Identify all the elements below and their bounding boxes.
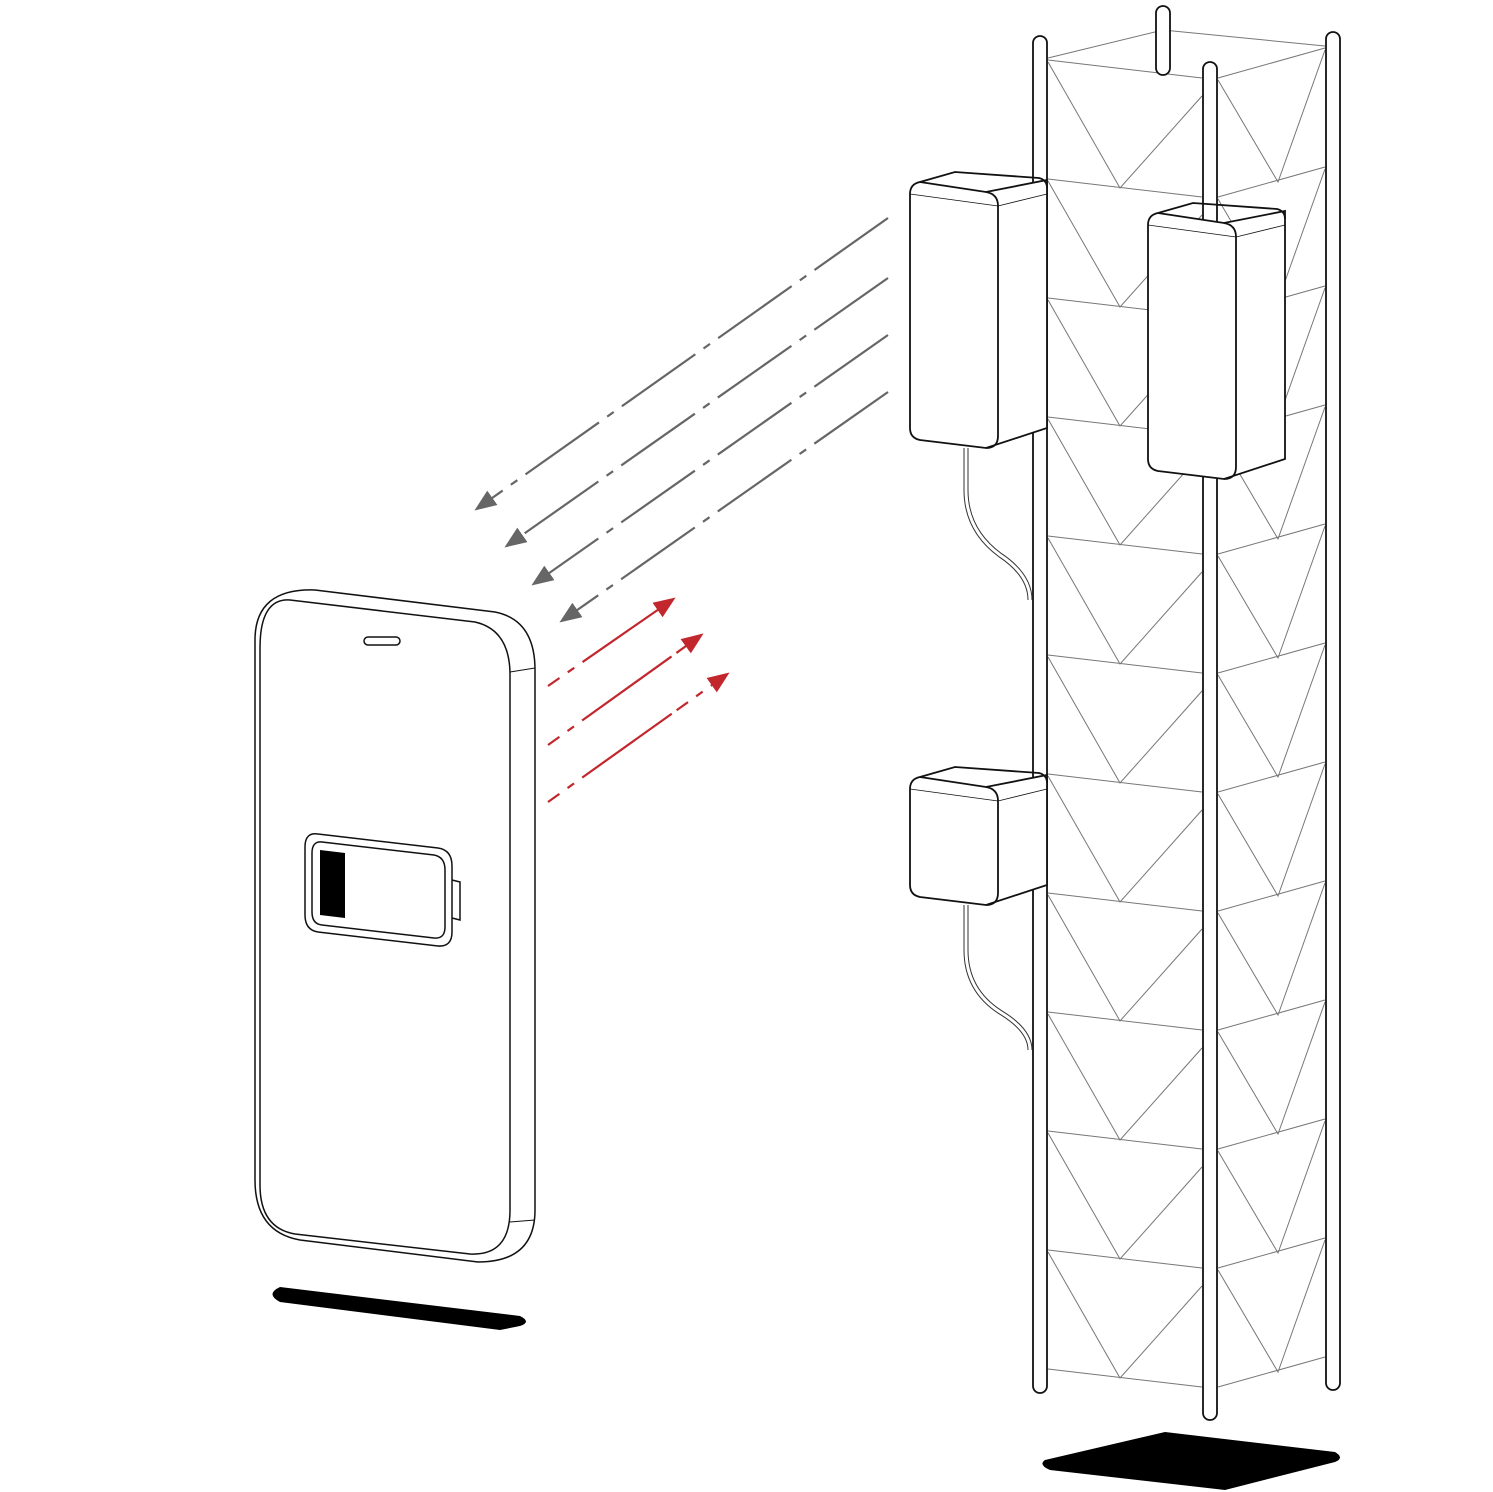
- battery-level-fill: [320, 850, 345, 918]
- tower-shadow: [1042, 1432, 1340, 1490]
- tower-brace: [1047, 1251, 1203, 1379]
- tower-brace: [1217, 1001, 1326, 1136]
- tower-rung: [1217, 523, 1326, 555]
- tower-brace: [1047, 775, 1203, 903]
- uplink-arrow: [547, 633, 704, 746]
- tower-rung: [1047, 178, 1203, 198]
- uplink-arrow: [547, 597, 676, 687]
- cell-tower-icon: [909, 5, 1341, 1421]
- tower-rung: [1217, 1237, 1326, 1269]
- radio-unit-box: [909, 766, 1048, 906]
- tower-rung: [1217, 1118, 1326, 1150]
- downlink-arrow: [474, 217, 889, 511]
- tower-brace: [1217, 1120, 1326, 1255]
- tower-rung: [1047, 892, 1203, 912]
- tower-brace: [1217, 882, 1326, 1017]
- tower-rung: [1047, 773, 1203, 793]
- antenna-panel-upper-left: [909, 171, 1048, 449]
- antenna-cable: [963, 448, 1033, 601]
- tower-rung: [1217, 1356, 1326, 1388]
- tower-rung: [1047, 1249, 1203, 1269]
- uplink-arrow: [547, 672, 730, 803]
- downlink-arrow: [504, 277, 889, 548]
- downlink-arrow: [531, 334, 889, 586]
- tower-rung: [1217, 642, 1326, 674]
- tower-brace: [1047, 61, 1203, 189]
- tower-brace: [1047, 418, 1203, 546]
- tower-brace: [1217, 644, 1326, 779]
- battery-low-icon: [304, 833, 461, 947]
- tower-rung: [1047, 1011, 1203, 1031]
- tower-rung: [1047, 535, 1203, 555]
- tower-rung: [1047, 1368, 1203, 1388]
- downlink-arrow: [559, 391, 889, 623]
- tower-brace: [1047, 894, 1203, 1022]
- antenna-panel-upper-right: [1147, 202, 1286, 480]
- tower-rung: [1217, 166, 1326, 198]
- tower-brace: [1217, 525, 1326, 660]
- tower-rung: [1047, 59, 1203, 79]
- tower-rung: [1217, 761, 1326, 793]
- tower-brace: [1047, 537, 1203, 665]
- smartphone-icon: [254, 589, 536, 1263]
- tower-rung: [1047, 654, 1203, 674]
- tower-rung: [1217, 47, 1326, 79]
- tower-rung: [1047, 1130, 1203, 1150]
- tower-rung: [1217, 999, 1326, 1031]
- tower-brace: [1217, 763, 1326, 898]
- tower-brace: [1047, 656, 1203, 784]
- tower-top-pole: [1155, 5, 1171, 76]
- tower-right-pole: [1325, 31, 1341, 1391]
- tower-brace: [1047, 1013, 1203, 1141]
- tower-rung: [1217, 880, 1326, 912]
- tower-brace: [1047, 1132, 1203, 1260]
- tower-brace: [1217, 1239, 1326, 1374]
- signal-arrows: [474, 217, 889, 803]
- phone-shadow: [272, 1287, 526, 1330]
- tower-brace: [1217, 49, 1326, 184]
